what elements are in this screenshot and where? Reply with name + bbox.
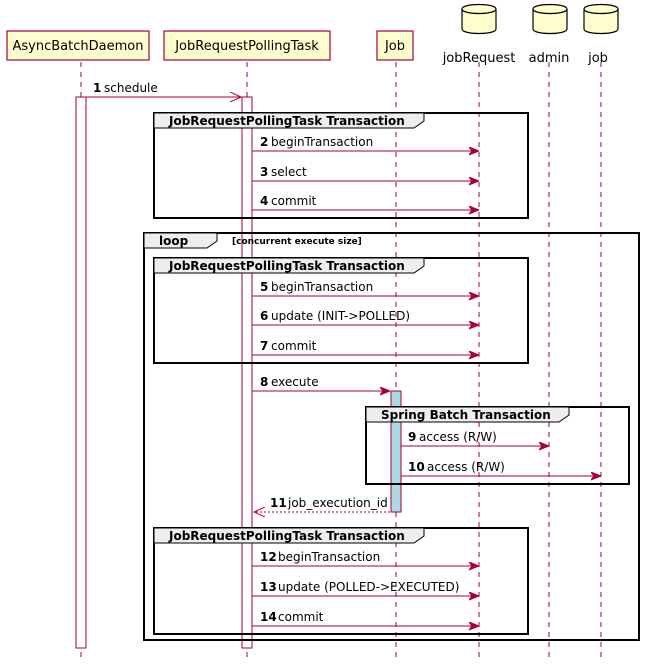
participant-async-batch-daemon: AsyncBatchDaemon [6,30,150,61]
message-label: job_execution_id [287,496,388,510]
message-6-update: 6 update (INIT->POLLED) [252,309,478,325]
message-2-begin-transaction: 2 beginTransaction [252,135,478,151]
database-job-request: jobRequest [442,3,516,66]
database-label: admin [529,51,570,66]
group-title: JobRequestPollingTask Transaction [168,259,405,273]
message-1-schedule: 1 schedule [86,81,241,97]
message-label: schedule [104,81,158,95]
participant-job-request-polling-task: JobRequestPollingTask [163,30,331,61]
message-number: 13 [260,580,277,594]
database-label: job [587,51,608,66]
activation-job-request-polling-task [241,96,253,649]
message-number: 8 [260,375,268,389]
loop-condition: [concurrent execute size] [232,237,362,247]
message-13-update: 13 update (POLLED->EXECUTED) [252,580,478,596]
message-14-commit: 14 commit [252,610,478,626]
message-label: execute [271,375,319,389]
message-number: 4 [260,194,268,208]
message-number: 3 [260,165,268,179]
message-7-commit: 7 commit [252,339,478,355]
activation-job [390,390,402,513]
group-spring-batch-transaction: Spring Batch Transaction [365,406,630,485]
message-11-job-execution-id: 11 job_execution_id [254,496,390,512]
message-12-begin-transaction: 12 beginTransaction [252,550,478,566]
message-label: access (R/W) [419,430,497,444]
message-number: 12 [260,550,277,564]
message-3-select: 3 select [252,165,478,181]
message-number: 14 [260,610,277,624]
message-number: 2 [260,135,268,149]
message-8-execute: 8 execute [252,375,389,391]
group-transaction-3: JobRequestPollingTask Transaction [153,527,529,635]
message-label: commit [271,339,317,353]
message-label: beginTransaction [271,280,373,294]
message-9-access: 9 access (R/W) [401,430,548,446]
message-label: commit [271,194,317,208]
message-label: commit [278,610,324,624]
database-label: jobRequest [442,51,516,66]
message-number: 11 [270,496,287,510]
message-number: 7 [260,339,268,353]
message-label: select [271,165,307,179]
message-4-commit: 4 commit [252,194,478,210]
message-number: 1 [93,81,101,95]
message-5-begin-transaction: 5 beginTransaction [252,280,478,296]
message-number: 5 [260,280,268,294]
message-number: 10 [408,460,425,474]
participant-label: AsyncBatchDaemon [13,39,144,54]
group-title: JobRequestPollingTask Transaction [168,529,405,543]
participant-label: JobRequestPollingTask [174,39,319,54]
group-title: Spring Batch Transaction [381,408,551,422]
message-label: access (R/W) [427,460,505,474]
message-number: 9 [408,430,416,444]
activation-async-batch-daemon [75,96,87,649]
loop-label: loop [159,234,189,248]
message-number: 6 [260,309,268,323]
message-label: update (POLLED->EXECUTED) [278,580,459,594]
message-label: beginTransaction [278,550,380,564]
group-transaction-2: JobRequestPollingTask Transaction [153,257,529,364]
participant-label: Job [384,39,405,54]
group-transaction-1: JobRequestPollingTask Transaction [153,112,529,219]
database-job: job [583,3,619,66]
loop-frame: loop [concurrent execute size] [143,232,640,641]
message-10-access: 10 access (R/W) [401,460,600,476]
database-admin: admin [529,3,570,66]
participant-job: Job [376,30,414,61]
message-label: beginTransaction [271,135,373,149]
group-title: JobRequestPollingTask Transaction [168,114,405,128]
message-label: update (INIT->POLLED) [271,309,410,323]
